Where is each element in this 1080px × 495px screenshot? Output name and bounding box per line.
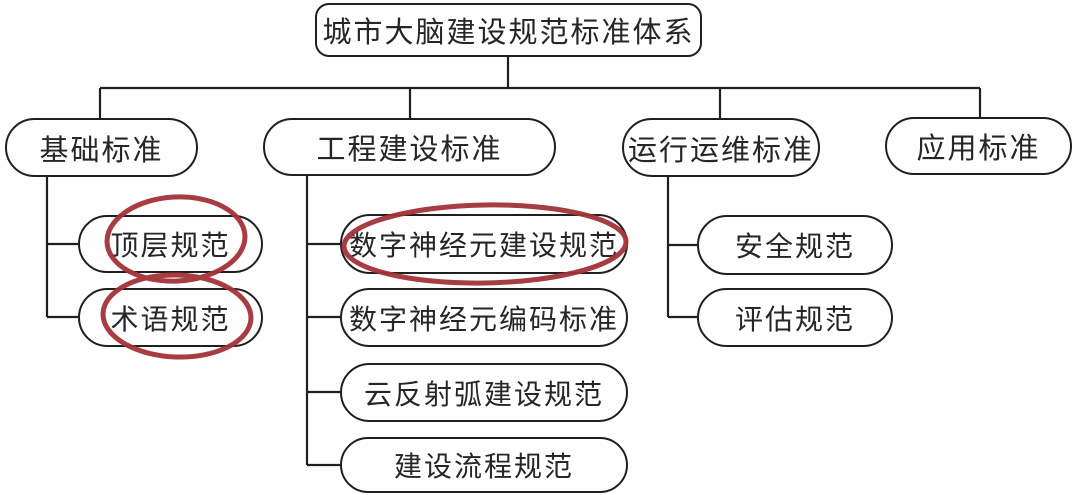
node-application-standards: 应用标准 (885, 117, 1072, 175)
node-root-title: 城市大脑建设规范标准体系 (315, 3, 702, 57)
node-digital-neuron-construction-spec: 数字神经元建设规范 (340, 214, 628, 274)
node-label: 工程建设标准 (316, 134, 503, 166)
node-operation-maintenance-standards: 运行运维标准 (622, 118, 820, 177)
node-label: 安全规范 (734, 232, 855, 263)
node-label: 术语规范 (110, 304, 231, 336)
node-terminology-spec: 术语规范 (78, 288, 263, 347)
node-evaluation-spec: 评估规范 (697, 288, 893, 347)
node-cloud-reflex-arc-construction-spec: 云反射弧建设规范 (340, 363, 628, 422)
node-digital-neuron-coding-standard: 数字神经元编码标准 (340, 288, 628, 347)
node-label: 运行运维标准 (627, 134, 814, 167)
node-label: 数字神经元建设规范 (348, 231, 619, 262)
node-label: 应用标准 (916, 133, 1041, 165)
node-basic-standards: 基础标准 (5, 118, 198, 177)
node-label: 顶层规范 (110, 231, 231, 262)
node-label: 基础标准 (39, 134, 164, 167)
node-label: 评估规范 (734, 304, 855, 336)
node-label: 城市大脑建设规范标准体系 (322, 17, 695, 49)
node-engineering-construction-standards: 工程建设标准 (263, 118, 556, 176)
node-label: 建设流程规范 (393, 452, 574, 483)
node-label: 数字神经元编码标准 (348, 304, 619, 336)
node-label: 云反射弧建设规范 (363, 379, 604, 411)
node-construction-process-spec: 建设流程规范 (340, 437, 628, 493)
node-security-spec: 安全规范 (697, 215, 893, 275)
node-top-level-spec: 顶层规范 (78, 215, 263, 273)
